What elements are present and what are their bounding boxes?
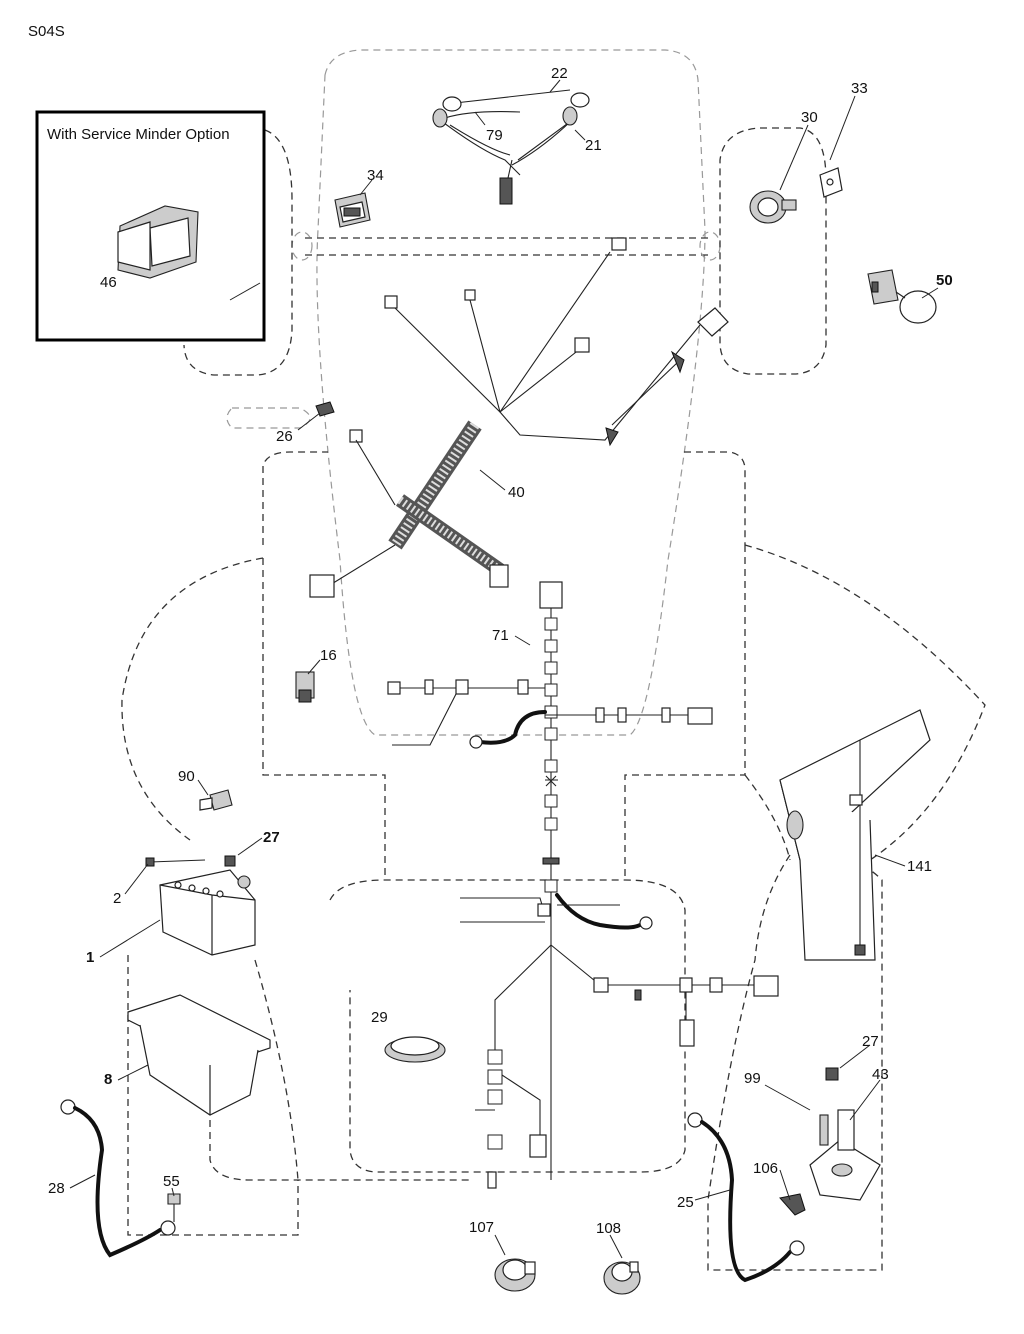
leader-lines [69, 79, 939, 1259]
grommet-29 [384, 1036, 446, 1063]
relay-16 [295, 671, 315, 703]
inset-title: With Service Minder Option [47, 126, 230, 143]
callout-50: 50 [936, 272, 953, 289]
callout-90: 90 [178, 768, 195, 785]
callout-21: 21 [585, 137, 602, 154]
callout-16: 16 [320, 647, 337, 664]
main-harness-40 [309, 237, 729, 598]
callout-27-battery: 27 [263, 829, 280, 846]
switch-34 [334, 192, 371, 228]
callout-25: 25 [677, 1194, 694, 1211]
callout-1: 1 [86, 949, 94, 966]
service-minder-display [117, 205, 199, 279]
ignition-switch-30 [749, 190, 797, 224]
key-33 [819, 167, 843, 198]
solenoid-107 [494, 1258, 536, 1292]
solenoid-108 [603, 1261, 641, 1295]
harness-71 [387, 581, 779, 1189]
callout-71: 71 [492, 627, 509, 644]
callout-40: 40 [508, 484, 525, 501]
callout-34: 34 [367, 167, 384, 184]
part-90 [199, 789, 233, 811]
battery-cable-25 [687, 1112, 805, 1283]
callout-33: 33 [851, 80, 868, 97]
callout-26: 26 [276, 428, 293, 445]
callout-43: 43 [872, 1066, 889, 1083]
callout-22: 22 [551, 65, 568, 82]
pto-knob-50 [867, 269, 937, 324]
callout-55: 55 [163, 1173, 180, 1190]
callout-2: 2 [113, 890, 121, 907]
callout-labels: S04S 22 33 30 79 21 34 46 50 26 40 71 16… [28, 23, 953, 1237]
callout-28: 28 [48, 1180, 65, 1197]
seat-pan-141 [779, 709, 931, 961]
callout-30: 30 [801, 109, 818, 126]
callout-141: 141 [907, 858, 932, 875]
headlight-harness [432, 89, 590, 205]
bolt-55 [167, 1193, 181, 1222]
battery-cable-28 [60, 1099, 176, 1258]
callout-107: 107 [469, 1219, 494, 1236]
callout-108: 108 [596, 1220, 621, 1237]
callout-79: 79 [486, 127, 503, 144]
diagram-code: S04S [28, 23, 65, 40]
callout-27-switch: 27 [862, 1033, 879, 1050]
service-minder-inset: With Service Minder Option [35, 110, 266, 342]
callout-99: 99 [744, 1070, 761, 1087]
seat-switch-43 [779, 1067, 881, 1216]
battery-tray-8 [127, 994, 271, 1116]
callout-29: 29 [371, 1009, 388, 1026]
callout-8: 8 [104, 1071, 112, 1088]
frame-outlines [121, 49, 986, 1271]
callout-106: 106 [753, 1160, 778, 1177]
callout-46: 46 [100, 274, 117, 291]
battery-1 [145, 855, 256, 956]
